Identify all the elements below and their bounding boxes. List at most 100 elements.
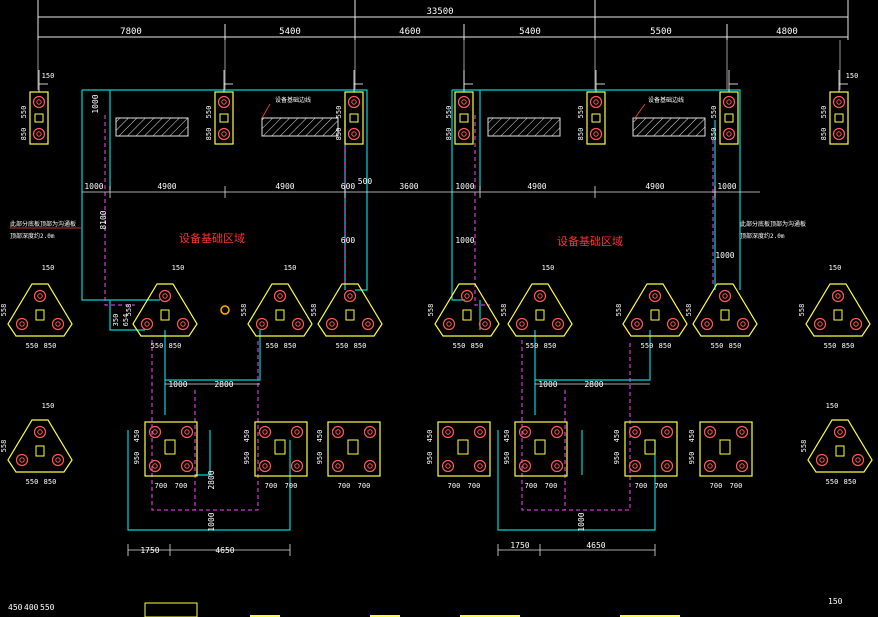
middle-dimension-line: [82, 186, 760, 198]
pile-core: [853, 321, 859, 327]
dim-label: 150: [542, 264, 555, 272]
pile-core: [221, 99, 227, 105]
pile-core: [294, 463, 300, 469]
pile-cap-four: [144, 421, 198, 477]
pile-cap-four: [514, 421, 568, 477]
pile-core: [722, 293, 728, 299]
pile-core: [664, 429, 670, 435]
pile-circle: [363, 459, 377, 473]
dim-label: 150: [826, 402, 839, 410]
pile-core: [335, 429, 341, 435]
dim-label: 950: [503, 452, 511, 465]
pile-circle: [15, 317, 29, 331]
dim-label: 550: [266, 342, 279, 350]
pile-circle: [533, 289, 547, 303]
top-dim-3: 4600: [399, 27, 421, 37]
column-box: [349, 113, 359, 123]
pile-circle: [550, 459, 564, 473]
pile-core: [367, 463, 373, 469]
dim-1000-lower-right: 1000: [538, 380, 557, 389]
pile-circle: [628, 425, 642, 439]
wall-outline-right: [451, 89, 741, 531]
pile-circle: [176, 317, 190, 331]
dim-label: 558: [800, 440, 808, 453]
dim-label: 850: [659, 342, 672, 350]
pile-core: [482, 321, 488, 327]
pile-core: [144, 321, 150, 327]
pile-cap-three: [7, 419, 73, 473]
pile-circle: [703, 459, 717, 473]
pile-core: [259, 321, 265, 327]
dim-label: 550: [20, 106, 28, 119]
pile-circle: [460, 289, 474, 303]
column-box: [219, 113, 229, 123]
pile-core: [19, 457, 25, 463]
pile-cap-four: [699, 421, 753, 477]
column-box: [535, 309, 545, 321]
pile-circle: [815, 453, 829, 467]
top-dim-5: 5500: [650, 27, 672, 37]
dim-label: 550: [336, 342, 349, 350]
column-box: [35, 445, 45, 457]
pile-circle: [551, 317, 565, 331]
pile-core: [36, 131, 42, 137]
pile-core: [461, 99, 467, 105]
lower-dimension-lines: [127, 383, 656, 556]
column-box: [644, 439, 656, 455]
dim-label: 550: [824, 342, 837, 350]
column-box: [650, 309, 660, 321]
pile-circle: [442, 317, 456, 331]
pile-core: [739, 429, 745, 435]
side-note-left-line2: 顶部深度约2.0m: [10, 232, 55, 240]
dim-label: 700: [468, 482, 481, 490]
pile-core: [670, 321, 676, 327]
pile-cap-three: [132, 283, 198, 337]
pile-circle: [258, 425, 272, 439]
pile-cap-four: [437, 421, 491, 477]
pile-core: [836, 99, 842, 105]
dim-label: 550: [711, 342, 724, 350]
pile-core: [295, 321, 301, 327]
pile-circle: [331, 425, 345, 439]
dim-label: 950: [426, 452, 434, 465]
top-dim-6: 4800: [776, 27, 798, 37]
pile-circle: [735, 425, 749, 439]
pile-cap-three: [317, 283, 383, 337]
pile-circle: [180, 459, 194, 473]
pile-core: [335, 463, 341, 469]
pile-core: [184, 429, 190, 435]
pile-circle: [833, 425, 847, 439]
dim-label: 700: [525, 482, 538, 490]
top-dim-4: 5400: [519, 27, 541, 37]
mid-dim-left-1: 1000: [84, 182, 103, 191]
pile-core: [817, 321, 823, 327]
pile-circle: [51, 453, 65, 467]
dim-1000-a: 1000: [91, 94, 100, 113]
pile-circle: [217, 95, 231, 109]
pile-core: [162, 293, 168, 299]
pile-circle: [832, 127, 846, 141]
pile-circle: [550, 425, 564, 439]
pile-circle: [33, 289, 47, 303]
selection-marker-icon[interactable]: [220, 305, 230, 315]
pile-circle: [331, 459, 345, 473]
pile-core: [55, 321, 61, 327]
pile-groups: 5508505508505508505508505508505508505508…: [0, 70, 873, 490]
pile-circle: [589, 127, 603, 141]
pile-core: [461, 131, 467, 137]
pile-core: [477, 429, 483, 435]
dim-label: 450: [688, 430, 696, 443]
dim-label: 850: [471, 342, 484, 350]
pile-circle: [473, 425, 487, 439]
pile-circle: [849, 317, 863, 331]
dim-label: 150: [172, 264, 185, 272]
pile-cap-three: [807, 419, 873, 473]
pile-core: [704, 321, 710, 327]
side-note-right-line1: 此部分底板顶部为沟通板: [740, 220, 806, 228]
pile-core: [446, 321, 452, 327]
pile-core: [537, 293, 543, 299]
pile-core: [554, 463, 560, 469]
pile-circle: [32, 95, 46, 109]
dim-label: 450: [133, 430, 141, 443]
